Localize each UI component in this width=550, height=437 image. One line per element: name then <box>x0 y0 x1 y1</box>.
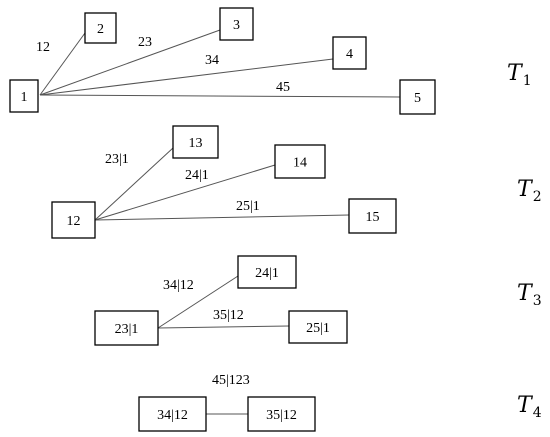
node-label: 14 <box>293 156 307 171</box>
node-box: 2 <box>84 12 117 44</box>
node-rect <box>274 144 326 179</box>
edge-label: 25|1 <box>236 199 260 214</box>
edge-label: 35|12 <box>213 308 244 323</box>
edge-line <box>39 29 221 96</box>
edge: 45 <box>39 80 401 98</box>
node-label: 24|1 <box>255 266 279 281</box>
edge-label: 45 <box>276 80 290 95</box>
node-rect <box>94 310 159 346</box>
edge: 23|1 <box>94 147 174 221</box>
edge: 25|1 <box>94 199 350 221</box>
tree-label: T2 <box>517 177 542 205</box>
node-label: 5 <box>414 91 421 106</box>
tree-label-subscript: 1 <box>523 73 532 89</box>
tree-label-letter: T <box>517 177 534 202</box>
node-label: 25|1 <box>306 321 330 336</box>
node-rect <box>247 396 316 432</box>
node-rect <box>172 125 219 159</box>
node-rect <box>51 201 96 239</box>
node-label: 12 <box>67 214 81 229</box>
node-rect <box>237 255 297 289</box>
edge-line <box>94 214 350 221</box>
tree-label-subscript: 4 <box>533 405 542 421</box>
node-label: 2 <box>97 22 104 37</box>
edge-label: 34|12 <box>163 278 194 293</box>
node-box: 5 <box>399 79 436 115</box>
node-box: 4 <box>332 36 367 70</box>
node-rect <box>288 310 348 344</box>
edge: 35|12 <box>157 308 290 329</box>
node-rect <box>9 79 39 113</box>
edge-line <box>157 325 290 329</box>
edge-label: 12 <box>36 40 50 55</box>
node-box: 25|1 <box>288 310 348 344</box>
tree-label-subscript: 3 <box>533 293 542 309</box>
tree-label: T4 <box>517 393 542 421</box>
edge-label: 45|123 <box>212 373 250 388</box>
node-box: 14 <box>274 144 326 179</box>
edge-line <box>39 58 334 96</box>
node-box: 34|12 <box>138 396 207 432</box>
node-box: 15 <box>348 198 397 234</box>
node-box: 24|1 <box>237 255 297 289</box>
tree-label: T1 <box>507 61 532 89</box>
node-rect <box>348 198 397 234</box>
node-label: 23|1 <box>115 322 139 337</box>
edge-line <box>39 94 401 98</box>
node-label: 3 <box>233 18 240 33</box>
node-box: 13 <box>172 125 219 159</box>
node-box: 1 <box>9 79 39 113</box>
edge: 24|1 <box>94 164 276 221</box>
node-box: 3 <box>219 7 254 41</box>
edge: 34 <box>39 53 334 96</box>
edge-line <box>94 147 174 221</box>
node-box: 35|12 <box>247 396 316 432</box>
edge: 34|12 <box>157 275 239 329</box>
edge-label: 24|1 <box>185 168 209 183</box>
edge-label: 23|1 <box>105 152 129 167</box>
node-label: 35|12 <box>266 408 297 423</box>
node-label: 1 <box>21 90 28 105</box>
edge: 23 <box>39 29 221 96</box>
node-label: 13 <box>189 136 203 151</box>
tree-3: 34|12 35|12 23|1 24|1 25|1 T3 <box>94 255 542 346</box>
edge-line <box>94 164 276 221</box>
tree-label-letter: T <box>517 393 534 418</box>
edge-line <box>39 32 86 96</box>
tree-label: T3 <box>517 281 542 309</box>
node-label: 15 <box>366 210 380 225</box>
tree-label-letter: T <box>517 281 534 306</box>
node-rect <box>219 7 254 41</box>
tree-4: 45|123 34|12 35|12 T4 <box>138 373 542 432</box>
node-rect <box>84 12 117 44</box>
edge-line <box>157 275 239 329</box>
edge-label: 34 <box>205 53 219 68</box>
node-rect <box>332 36 367 70</box>
edge-label: 23 <box>138 35 152 50</box>
tree-label-subscript: 2 <box>533 189 542 205</box>
node-box: 12 <box>51 201 96 239</box>
node-rect <box>138 396 207 432</box>
edge: 45|123 <box>206 373 250 415</box>
node-label: 4 <box>346 47 353 62</box>
node-rect <box>399 79 436 115</box>
node-label: 34|12 <box>157 408 188 423</box>
tree-label-letter: T <box>507 61 524 86</box>
node-box: 23|1 <box>94 310 159 346</box>
edge: 12 <box>36 32 86 96</box>
tree-2: 23|1 24|1 25|1 12 13 14 15 T2 <box>51 125 542 239</box>
